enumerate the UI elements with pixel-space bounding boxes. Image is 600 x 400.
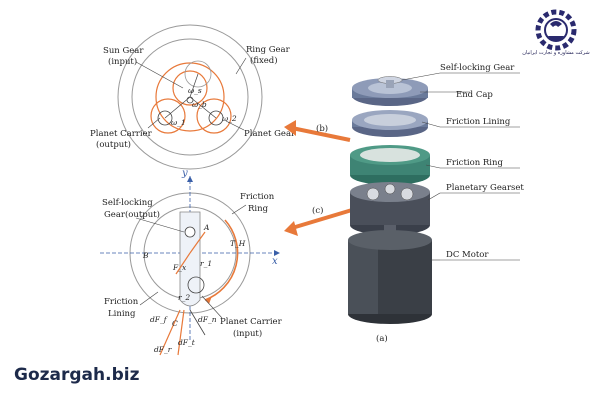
company-logo	[535, 9, 577, 51]
ring-gear-role-label: (fixed)	[250, 55, 278, 66]
self-locking-gear-role-label: Gear(output)	[104, 209, 160, 220]
omega-s-symbol: ω_s	[188, 86, 202, 95]
watermark-text: Gozargah.biz	[14, 365, 140, 385]
panel-b-tag: (b)	[316, 123, 328, 134]
friction-lining-label-2: Lining	[108, 309, 136, 319]
planet-gear-label: Planet Gear	[244, 129, 296, 139]
friction-ring-label: Friction	[240, 192, 275, 202]
friction-ring-label-2: Ring	[248, 204, 269, 214]
point-C-symbol: C	[172, 319, 178, 328]
gear-icon	[535, 9, 577, 51]
dFr-symbol: dF_r	[154, 345, 172, 354]
panel-a-tag: (a)	[376, 333, 388, 344]
dc-motor-part-label: DC Motor	[446, 250, 489, 260]
y-axis-label: y	[181, 168, 188, 179]
force-vector-dFr	[177, 309, 185, 356]
connector-arrows: (b) (c)	[284, 120, 353, 236]
dFn-symbol: dF_n	[198, 315, 217, 324]
force-vector-dF	[159, 309, 181, 356]
friction-lining-part-label: Friction Lining	[446, 117, 511, 127]
panel-c-self-locking-schematic: x y Self-locking Gear(output) Friction R…	[100, 168, 283, 356]
force-F-symbol: F_x	[172, 263, 187, 272]
point-A-symbol: A	[203, 223, 210, 232]
self-locking-gear-label: Self-locking	[102, 198, 153, 208]
planet-carrier-role-label: (output)	[96, 139, 131, 150]
dFt-symbol: dF_t	[178, 338, 196, 347]
panel-c-tag: (c)	[312, 205, 323, 216]
point-B-symbol: B	[142, 251, 149, 260]
carrier-orbit	[155, 62, 225, 132]
friction-ring-part-label: Friction Ring	[446, 158, 503, 168]
end-cap-part-label: End Cap	[456, 90, 493, 100]
friction-lining-label: Friction	[104, 297, 139, 307]
omega-2-symbol: ω_2	[222, 114, 237, 123]
sun-gear-role-label: (input)	[108, 56, 137, 67]
torque-arc	[204, 219, 239, 301]
r1-symbol: r_1	[200, 259, 212, 268]
panel-b-planetary-schematic: Sun Gear (input) Ring Gear (fixed) Plane…	[90, 24, 296, 170]
dF-symbol: dF_f	[150, 315, 168, 324]
ring-gear-label: Ring Gear	[246, 45, 291, 55]
r2-symbol: r_2	[178, 293, 190, 302]
panel-a-exploded-assembly: Self-locking Gear End Cap Friction Linin…	[348, 63, 524, 344]
logo-caption: شرکت مشاوره و تجارت ایرانیان	[522, 50, 590, 56]
x-axis-label: x	[272, 256, 278, 267]
planet-carrier-input-label: Planet Carrier	[220, 317, 283, 327]
planetary-gearset-part-label: Planetary Gearset	[446, 183, 524, 193]
arrow-to-b	[291, 126, 351, 142]
omega-b-symbol: ω_b	[192, 100, 207, 109]
arrow-to-c	[291, 208, 353, 230]
torque-T-symbol: T_H	[230, 239, 246, 248]
planet-gear-left	[150, 98, 186, 134]
self-locking-gear-body	[179, 211, 201, 307]
sun-gear-label: Sun Gear	[103, 46, 144, 56]
planet-gear-right	[196, 98, 232, 134]
omega-1-symbol: ω_1	[171, 118, 186, 127]
planet-carrier-input-role-label: (input)	[233, 328, 262, 339]
planet-carrier-label: Planet Carrier	[90, 129, 153, 139]
self-locking-gear-part-label: Self-locking Gear	[440, 63, 515, 73]
sun-gear-circle	[172, 70, 208, 106]
